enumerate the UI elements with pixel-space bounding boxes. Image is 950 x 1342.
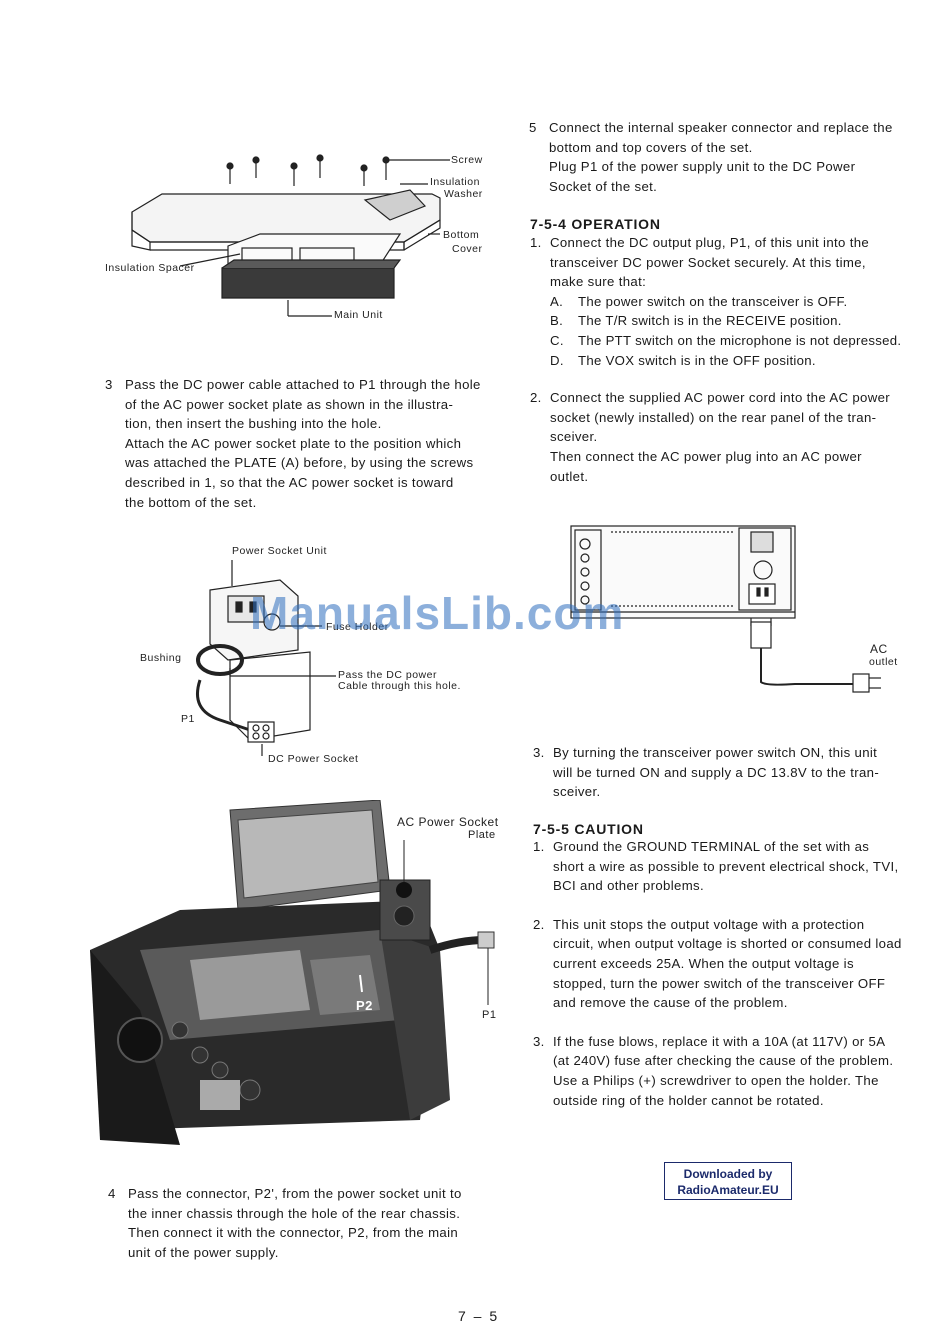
label-dc-power-socket: DC Power Socket [268, 753, 359, 765]
check-item: B.The T/R switch is in the RECEIVE posit… [550, 313, 842, 329]
text-line: Use a Philips (+) screwdriver to open th… [553, 1072, 879, 1088]
text-line: Then connect it with the connector, P2, … [128, 1225, 459, 1241]
text-line: and remove the cause of the problem. [553, 995, 788, 1011]
label-ac-power-socket: AC Power Socket [397, 815, 499, 829]
item-number: 1. [533, 839, 545, 854]
photo-assembly [80, 800, 500, 1145]
text-line: of the AC power socket plate as shown in… [125, 396, 454, 412]
label-plate: Plate [468, 829, 496, 841]
text-line: (at 240V) fuse after checking the cause … [553, 1053, 894, 1069]
badge-line-1: Downloaded by [683, 1167, 773, 1181]
text-line: Pass the DC power cable attached to P1 t… [125, 377, 481, 392]
operation-item-3: 3. By turning the transceiver power switc… [533, 743, 923, 802]
label-photo-p1: P1 [482, 1009, 497, 1021]
label-power-socket-unit: Power Socket Unit [232, 545, 327, 557]
text-line: current exceeds 25A. When the output vol… [553, 955, 854, 971]
text-line: BCI and other problems. [553, 878, 704, 894]
figure-power-socket-unit [170, 560, 370, 760]
label-ac: AC [870, 642, 888, 656]
text-line: socket (newly installed) on the rear pan… [550, 409, 877, 425]
item-number: 3. [533, 1033, 545, 1049]
text-line: Ground the GROUND TERMINAL of the set wi… [553, 839, 870, 854]
text-line: Connect the supplied AC power cord into … [550, 390, 891, 406]
text-line: will be turned ON and supply a DC 13.8V … [553, 764, 880, 780]
text-line: bottom and top covers of the set. [549, 139, 753, 155]
item-number: 1. [530, 235, 542, 250]
label-p2: P2 [356, 998, 373, 1013]
text-line: Then connect the AC power plug into an A… [550, 448, 862, 464]
text-line: Pass the connector, P2', from the power … [128, 1186, 462, 1201]
power-socket-drawing [196, 560, 336, 756]
text-line: short a wire as possible to prevent elec… [553, 858, 899, 874]
label-pass-dc-2: Cable through this hole. [338, 680, 461, 692]
label-fuse-holder: Fuse Holder [326, 621, 389, 633]
download-badge[interactable]: Downloaded by RadioAmateur.EU [664, 1162, 792, 1200]
step-number: 3 [105, 377, 113, 392]
text-line: outside ring of the holder cannot be rot… [553, 1092, 824, 1108]
check-item: D.The VOX switch is in the OFF position. [550, 352, 816, 368]
figure-rear-panel [565, 522, 905, 697]
text-line: stopped, turn the power switch of the tr… [553, 975, 886, 991]
label-screw: Screw [451, 154, 483, 166]
text-line: the inner chassis through the hole of th… [128, 1205, 461, 1221]
text-line: Plug P1 of the power supply unit to the … [549, 159, 856, 175]
text-line: described in 1, so that the AC power soc… [125, 474, 454, 490]
text-line: Attach the AC power socket plate to the … [125, 435, 462, 451]
label-pass-dc-1: Pass the DC power [338, 669, 437, 681]
text-line: If the fuse blows, replace it with a 10A… [553, 1033, 886, 1049]
text-line: outlet. [550, 468, 589, 484]
label-cover: Cover [452, 243, 483, 255]
item-number: 2. [533, 916, 545, 932]
step-number: 5 [529, 120, 537, 135]
label-washer: Washer [444, 188, 483, 200]
text-line: By turning the transceiver power switch … [553, 745, 878, 760]
text-line: Connect the DC output plug, P1, of this … [550, 235, 870, 250]
item-number: 3. [533, 745, 545, 760]
text-line: unit of the power supply. [128, 1244, 279, 1260]
text-line: Connect the internal speaker connector a… [549, 120, 893, 135]
step-number: 4 [108, 1186, 116, 1201]
label-insulation-spacer: Insulation Spacer [105, 262, 195, 274]
step-3: 3 Pass the DC power cable attached to P1 … [105, 375, 500, 512]
figure-bottom-cover [110, 150, 490, 325]
section-title-operation: 7-5-4 OPERATION [530, 216, 661, 232]
label-main-unit: Main Unit [334, 309, 383, 321]
text-line: sceiver. [553, 784, 601, 800]
label-p1: P1 [181, 713, 195, 725]
text-line: circuit, when output voltage is shorted … [553, 936, 902, 952]
page-number: 7 – 5 [458, 1308, 500, 1324]
step-5: 5 Connect the internal speaker connector … [529, 118, 924, 196]
badge-line-2: RadioAmateur.EU [677, 1183, 779, 1197]
section-caution: 7-5-5 CAUTION 1. Ground the GROUND TERMIN… [533, 821, 923, 1110]
section-title-caution: 7-5-5 CAUTION [533, 821, 644, 837]
label-bushing: Bushing [140, 652, 182, 664]
check-item: C.The PTT switch on the microphone is no… [550, 332, 902, 348]
watermark: ManualsLib.com [250, 587, 625, 639]
text-line: Socket of the set. [549, 178, 658, 194]
rear-panel-drawing [570, 525, 881, 693]
text-line: tion, then insert the bushing into the h… [125, 416, 382, 432]
text-line: transceiver DC power Socket securely. At… [550, 254, 866, 270]
text-line: make sure that: [550, 274, 647, 290]
text-line: the bottom of the set. [125, 494, 257, 510]
label-outlet: outlet [869, 656, 898, 668]
text-line: sceiver. [550, 429, 598, 445]
label-insulation: Insulation [430, 176, 480, 188]
text-line: This unit stops the output voltage with … [553, 916, 865, 932]
step-4: 4 Pass the connector, P2', from the power… [108, 1184, 503, 1262]
bottom-cover-drawing [131, 154, 450, 317]
item-number: 2. [530, 390, 542, 406]
label-bottom: Bottom [443, 229, 480, 241]
assembly-photo [80, 800, 500, 1145]
section-operation: 7-5-4 OPERATION 1. Connect the DC output … [530, 216, 925, 486]
check-item: A.The power switch on the transceiver is… [550, 293, 848, 309]
text-line: was attached the PLATE (A) before, by us… [125, 455, 474, 471]
